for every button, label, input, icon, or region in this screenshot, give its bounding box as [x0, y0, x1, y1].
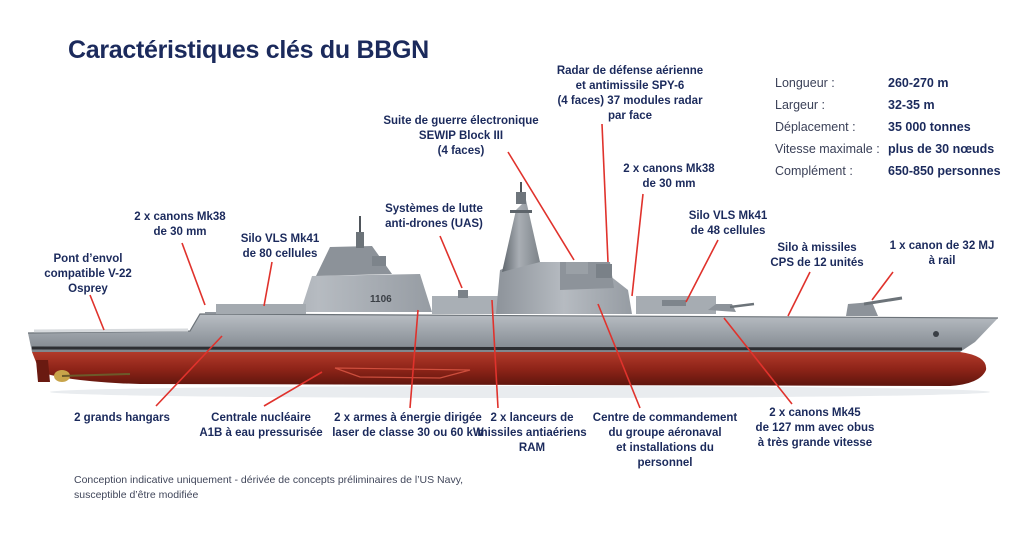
callout-reactor: Centrale nucléaire A1B à eau pressurisée: [199, 412, 323, 439]
callout-laser: 2 x armes à énergie dirigée laser de cla…: [332, 412, 484, 439]
callout-radar: Radar de défense aérienne et antimissile…: [556, 65, 704, 122]
callout-vls80: Silo VLS Mk41 de 80 cellules: [240, 233, 320, 260]
water-shadow: [50, 386, 990, 398]
specs-table: Longueur : 260-270 m Largeur : 32-35 m D…: [775, 72, 1015, 182]
mast-top: [516, 192, 526, 204]
pointer-railgun: [871, 271, 894, 301]
forward-ciws: [662, 300, 686, 306]
spec-value: 260-270 m: [888, 76, 949, 90]
reactor-outline: [334, 367, 471, 379]
spec-row-displacement: Déplacement : 35 000 tonnes: [775, 116, 1015, 138]
footnote: Conception indicative uniquement - dériv…: [74, 474, 464, 501]
spec-label: Complément :: [775, 164, 853, 178]
pointer-vls80: [263, 261, 273, 307]
lower-hull: [32, 352, 987, 386]
spec-row-beam: Largeur : 32-35 m: [775, 94, 1015, 116]
spec-row-complement: Complément : 650-850 personnes: [775, 160, 1015, 182]
spec-label: Vitesse maximale :: [775, 142, 880, 156]
aft-superstructure: [205, 274, 432, 314]
midship-block: [432, 296, 502, 314]
pointer-reactor: [263, 371, 323, 407]
waterline-stripe: [31, 346, 963, 351]
callout-flightdeck: Pont d’envol compatible V-22 Osprey: [44, 253, 132, 295]
flight-deck-rail: [33, 328, 189, 333]
pointer-cps: [787, 271, 811, 317]
callout-sewip: Suite de guerre électronique SEWIP Block…: [383, 115, 539, 157]
hull-number: 1106: [370, 294, 392, 305]
sewip-block: [566, 262, 588, 274]
railgun-mount: [846, 302, 878, 316]
railgun-barrel: [863, 296, 903, 306]
main-mast: [502, 200, 540, 272]
pointer-mk38-aft: [631, 193, 644, 297]
callout-mk38-fwd: 2 x canons Mk38 de 30 mm: [134, 211, 226, 238]
mk45-barrel: [729, 302, 755, 309]
mk45-gun: [708, 304, 736, 312]
spec-value: 650-850 personnes: [888, 164, 1001, 178]
spec-label: Déplacement :: [775, 120, 856, 134]
shaft: [61, 373, 131, 377]
spec-row-length: Longueur : 260-270 m: [775, 72, 1015, 94]
callout-cps: Silo à missiles CPS de 12 unités: [770, 242, 864, 269]
callout-vls48: Silo VLS Mk41 de 48 cellules: [688, 210, 768, 237]
mast-yard: [510, 210, 532, 213]
callout-hangars: 2 grands hangars: [74, 412, 170, 424]
aft-mast: [356, 232, 364, 248]
callout-mk38-aft: 2 x canons Mk38 de 30 mm: [623, 163, 715, 190]
pointer-vls48: [685, 239, 719, 303]
pointer-laser: [409, 309, 419, 409]
rudder: [36, 360, 50, 382]
pointer-lines: [89, 123, 894, 409]
callout-railgun: 1 x canon de 32 MJ à rail: [889, 240, 995, 267]
spec-label: Largeur :: [775, 98, 826, 112]
pointer-ram: [491, 299, 499, 409]
uas-mount: [458, 290, 468, 298]
anchor: [933, 331, 939, 337]
pointer-command: [597, 303, 641, 409]
page-title: Caractéristiques clés du BBGN: [68, 36, 429, 64]
spec-label: Longueur :: [775, 76, 835, 90]
upper-hull: [28, 314, 998, 352]
pointer-uas: [439, 235, 463, 289]
spec-value: 32-35 m: [888, 98, 935, 112]
callout-ram: 2 x lanceurs de missiles antiaériens RAM: [477, 412, 587, 454]
spec-value: 35 000 tonnes: [888, 120, 971, 134]
pointer-sewip: [507, 151, 575, 261]
pointer-mk45: [723, 317, 793, 405]
callout-uas: Systèmes de lutte anti-drones (UAS): [385, 203, 483, 230]
hangar-block: [216, 304, 306, 314]
pointer-mk38-fwd: [181, 242, 206, 306]
callout-command: Centre de commandement du groupe aéronav…: [592, 412, 738, 469]
callout-mk45: 2 x canons Mk45 de 127 mm avec obus à tr…: [755, 407, 875, 449]
aft-mast-block: [316, 246, 392, 276]
pointer-flightdeck: [89, 294, 105, 331]
aft-mast-top: [372, 256, 386, 266]
pointer-hangars: [155, 335, 223, 407]
pointer-radar: [601, 123, 609, 263]
spec-row-speed: Vitesse maximale : plus de 30 nœuds: [775, 138, 1015, 160]
spec-value: plus de 30 nœuds: [888, 142, 995, 156]
radar-panel: [596, 264, 612, 278]
